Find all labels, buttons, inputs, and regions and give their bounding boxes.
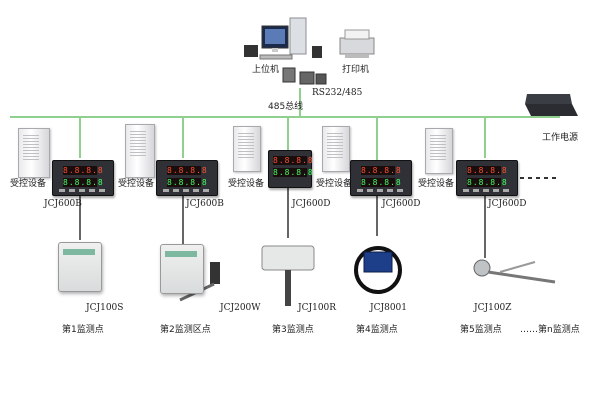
controller-display-upper: 8.8.8.8 [273, 156, 314, 165]
controller-label-1: JCJ600B [44, 199, 82, 209]
controller-keypad [163, 189, 211, 192]
controller-display-upper: 8.8.8.8 [63, 166, 104, 175]
host-label: 上位机 [252, 65, 280, 75]
controller-4: 8.8.8.8 8.8.8.8 [350, 160, 412, 196]
rs-converter-label: RS232/485 [312, 88, 363, 98]
controller-display-lower: 8.8.8.8 [273, 168, 314, 177]
controller-label-3: JCJ600D [292, 199, 331, 209]
controller-display-upper: 8.8.8.8 [467, 166, 508, 175]
device-label-3: 受控设备 [228, 179, 265, 189]
point-label-3: 第3监测点 [272, 325, 314, 335]
host-computer-icon [244, 17, 322, 60]
printer-label: 打印机 [342, 65, 370, 75]
point-label-2: 第2监测区点 [160, 325, 211, 335]
controller-3: 8.8.8.8 8.8.8.8 [268, 150, 314, 188]
controller-5: 8.8.8.8 8.8.8.8 [456, 160, 518, 196]
controller-label-5: JCJ600D [488, 199, 527, 209]
controller-display-upper: 8.8.8.8 [361, 166, 402, 175]
controller-label-2: JCJ600B [186, 199, 224, 209]
sensor-jcj8001-icon [354, 246, 402, 294]
sensor-label-5: JCJ100Z [474, 303, 512, 313]
sensor-jcj100z-icon [473, 259, 556, 284]
power-supply-icon [525, 94, 578, 116]
controller-label-4: JCJ600D [382, 199, 421, 209]
point-label-1: 第1监测点 [62, 325, 104, 335]
printer-icon [339, 29, 375, 58]
controlled-device-2 [125, 124, 155, 178]
controlled-device-4 [322, 126, 350, 172]
sensor-jcj100r-icon [261, 245, 315, 306]
controller-keypad [59, 189, 107, 192]
device-label-5: 受控设备 [418, 179, 455, 189]
sensor-label-4: JCJ8001 [370, 303, 408, 313]
device-label-1: 受控设备 [10, 179, 47, 189]
controlled-device-5 [425, 128, 453, 174]
converter-icon [282, 67, 327, 85]
controller-keypad [357, 189, 405, 192]
sensor-jcj100s-icon [58, 242, 102, 292]
sensor-label-1: JCJ100S [86, 303, 124, 313]
controller-2: 8.8.8.8 8.8.8.8 [156, 160, 218, 196]
power-label: 工作电源 [542, 133, 579, 143]
controller-display-upper: 8.8.8.8 [167, 166, 208, 175]
controller-display-lower: 8.8.8.8 [361, 178, 402, 187]
sensor-label-3: JCJ100R [298, 303, 337, 313]
controller-display-lower: 8.8.8.8 [467, 178, 508, 187]
device-label-4: 受控设备 [316, 179, 353, 189]
sensor-jcj200w-icon [160, 244, 204, 294]
controlled-device-1 [18, 128, 50, 178]
point-label-n: ……第n监测点 [520, 325, 580, 335]
controlled-device-3 [233, 126, 261, 172]
sensor-label-2: JCJ200W [220, 303, 261, 313]
point-label-4: 第4监测点 [356, 325, 398, 335]
device-label-2: 受控设备 [118, 179, 155, 189]
controller-keypad [463, 189, 511, 192]
bus-label: 485总线 [268, 102, 304, 112]
controller-1: 8.8.8.8 8.8.8.8 [52, 160, 114, 196]
controller-display-lower: 8.8.8.8 [63, 178, 104, 187]
controller-display-lower: 8.8.8.8 [167, 178, 208, 187]
point-label-5: 第5监测点 [460, 325, 502, 335]
